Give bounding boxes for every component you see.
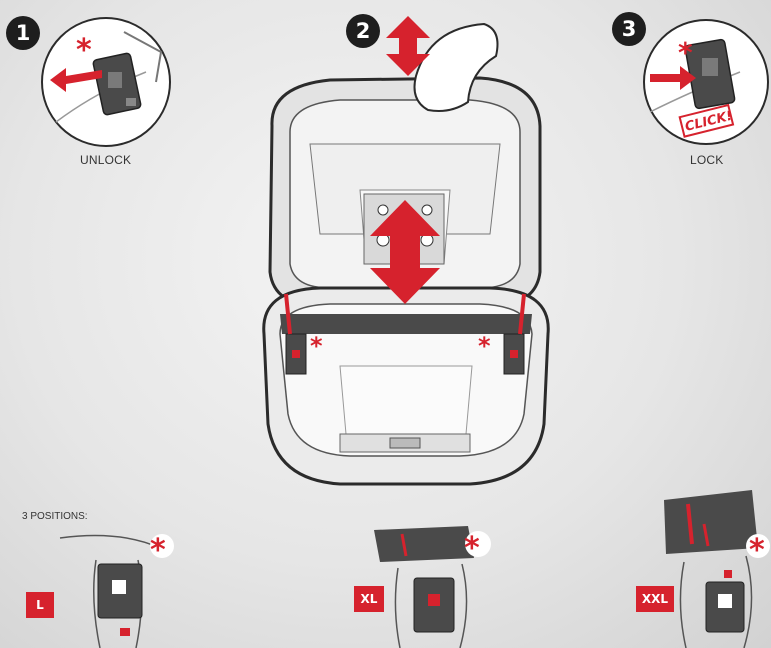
lock-marker: *	[678, 36, 693, 69]
top-case-illustration: * *	[240, 14, 570, 514]
position-xxl-marker: *	[749, 533, 765, 568]
right-latch-marker: *	[478, 332, 491, 360]
left-latch-marker: *	[310, 332, 323, 360]
position-xxl-illustration: *	[650, 484, 771, 648]
lock-detail-illustration: CLICK! *	[640, 12, 770, 152]
position-l-illustration: *	[40, 520, 180, 648]
step-3-label: LOCK	[690, 153, 723, 167]
size-badge-l: L	[26, 592, 54, 618]
unlock-marker: *	[76, 33, 92, 68]
size-badge-xl: XL	[354, 586, 384, 612]
step-1-badge: 1	[6, 16, 40, 50]
position-xl-illustration: *	[368, 508, 508, 648]
step-1-label: UNLOCK	[80, 153, 131, 167]
position-xl-marker: *	[464, 531, 480, 566]
position-l-marker: *	[150, 533, 166, 568]
size-badge-xxl: XXL	[636, 586, 674, 612]
unlock-detail-illustration: *	[36, 12, 176, 152]
